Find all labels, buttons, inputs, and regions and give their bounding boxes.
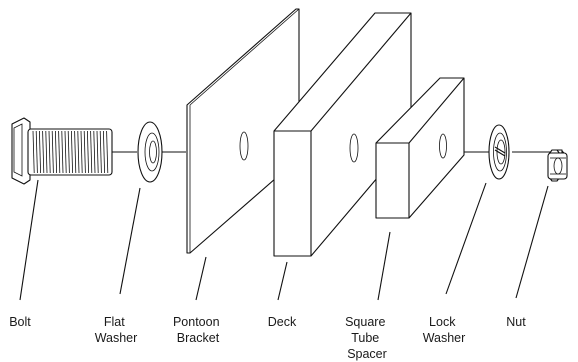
- label-square-tube-spacer: Square Tube Spacer: [345, 315, 389, 361]
- flat-washer-part: [137, 121, 163, 183]
- lock-washer-part: [488, 124, 510, 180]
- leader-lines: [19, 179, 549, 301]
- label-lock-washer: Lock Washer: [423, 315, 466, 345]
- bolt-part: [11, 117, 113, 185]
- label-deck: Deck: [268, 315, 297, 329]
- label-flat-washer: Flat Washer: [95, 315, 138, 345]
- bolt-threads: [32, 130, 109, 174]
- nut-part: [547, 149, 568, 182]
- label-nut: Nut: [506, 315, 526, 329]
- label-bolt: Bolt: [9, 315, 31, 329]
- label-pontoon-bracket: Pontoon Bracket: [173, 315, 223, 345]
- square-tube-spacer-part: [375, 77, 465, 219]
- part-labels: Bolt Flat Washer Pontoon Bracket Deck Sq…: [9, 315, 526, 361]
